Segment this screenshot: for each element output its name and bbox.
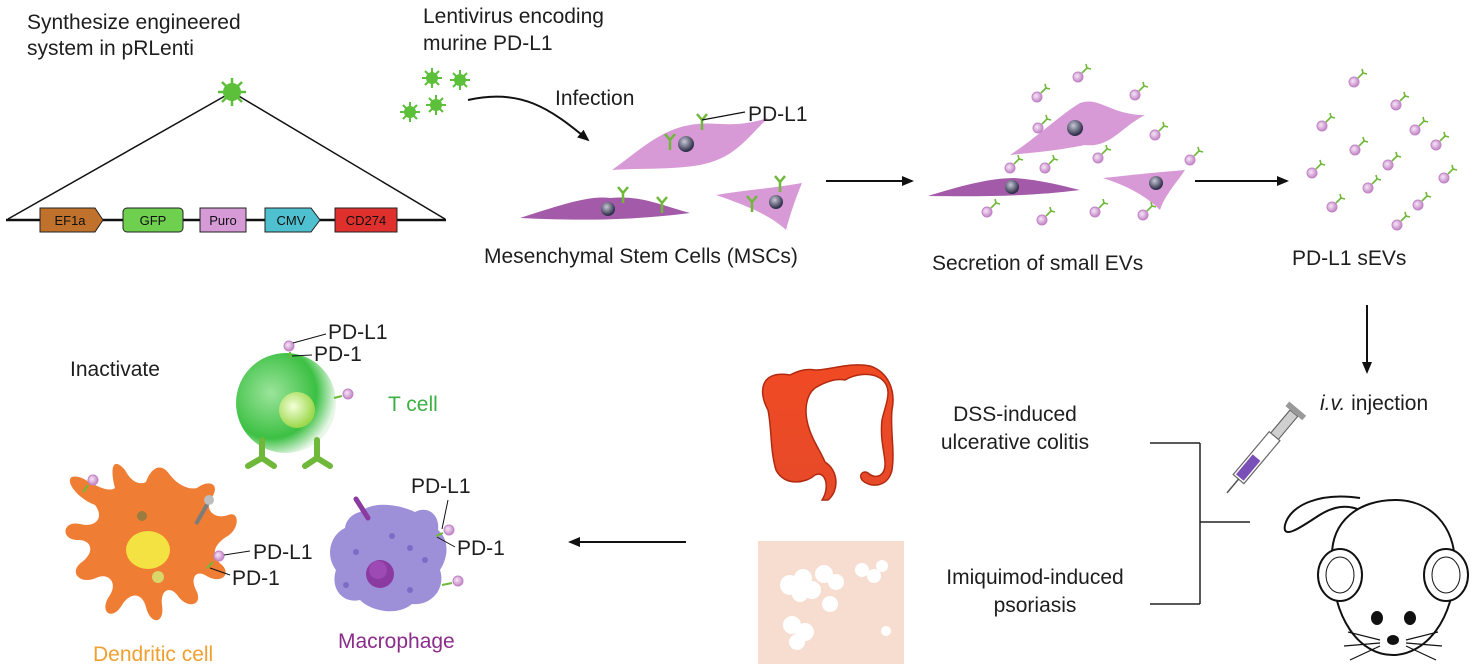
sev-particle-icon: [1382, 151, 1402, 171]
secretion-caption: Secretion of small EVs: [932, 252, 1144, 275]
gene-cd274: CD274: [346, 213, 386, 228]
mouse-icon: [1283, 495, 1469, 661]
syringe-icon: [1226, 401, 1307, 494]
sev-particle-icon: [1036, 206, 1056, 226]
sev-particle-icon: [1390, 91, 1410, 111]
sev-particle-icon: [1306, 159, 1326, 179]
colon-icon: [761, 364, 894, 501]
sev-particle-icon: [1362, 174, 1382, 194]
sevs-caption: PD-L1 sEVs: [1292, 247, 1407, 270]
plasmid-construct: EF1a GFP Puro CMV CD274: [6, 78, 446, 233]
model-bracket: [1150, 442, 1250, 605]
virus-icon: [218, 78, 246, 106]
msc-cells: [520, 111, 802, 230]
sev-particle-icon: [1409, 116, 1429, 136]
infection-arrow: [467, 95, 590, 142]
psoriasis-label-line1: Imiquimod-induced: [946, 566, 1124, 589]
macrophage-icon: [330, 496, 464, 612]
synthesis-label-line2: system in pRLenti: [27, 37, 194, 60]
msc-caption: Mesenchymal Stem Cells (MSCs): [484, 245, 798, 268]
sev-particle-icon: [1348, 68, 1368, 88]
infection-label: Infection: [555, 87, 635, 110]
lentivirus-label-line1: Lentivirus encoding: [423, 5, 604, 28]
sev-particle-icon: [1137, 201, 1157, 221]
dc-pd1-label: PD-1: [232, 567, 280, 590]
gene-puro: Puro: [209, 213, 236, 228]
gene-ef1a: EF1a: [54, 213, 86, 228]
sev-particle-icon: [1326, 193, 1346, 213]
t-cell-icon: [236, 333, 354, 469]
injection-label: i.v. injection: [1320, 391, 1428, 417]
sev-particle-icon: [1316, 112, 1336, 132]
sev-particles: [981, 63, 1458, 231]
psoriasis-label-line2: psoriasis: [993, 594, 1077, 617]
sev-particle-icon: [1089, 198, 1109, 218]
sev-particle-icon: [1092, 144, 1112, 164]
dendritic-cell-icon: [65, 463, 251, 621]
dendritic-cell-name: Dendritic cell: [93, 643, 214, 666]
dc-pdl1-label: PD-L1: [253, 541, 313, 564]
lentivirus-particles: [400, 68, 470, 122]
secretion-cells: [928, 101, 1185, 210]
sev-particle-icon: [1184, 146, 1204, 166]
msc-pdl1-label: PD-L1: [748, 103, 808, 126]
sev-particle-icon: [1004, 154, 1024, 174]
injection-text: injection: [1345, 392, 1429, 415]
sev-particle-icon: [1031, 83, 1051, 103]
synthesis-label-line1: Synthesize engineered: [27, 11, 241, 34]
sev-particle-icon: [1391, 211, 1411, 231]
tcell-pdl1-label: PD-L1: [328, 321, 388, 344]
sev-particle-icon: [1438, 164, 1458, 184]
sev-particle-icon: [1039, 154, 1059, 174]
sev-particle-icon: [981, 198, 1001, 218]
colitis-label-line2: ulcerative colitis: [940, 431, 1090, 454]
macrophage-name: Macrophage: [338, 630, 455, 653]
sev-particle-icon: [1349, 136, 1369, 156]
sev-particle-icon: [1412, 191, 1432, 211]
sev-particle-icon: [1072, 63, 1092, 83]
tcell-name: T cell: [388, 393, 438, 416]
sev-particle-icon: [1129, 81, 1149, 101]
tcell-pd1-label: PD-1: [314, 343, 362, 366]
injection-route: i.v.: [1320, 392, 1346, 415]
sev-particle-icon: [1430, 131, 1450, 151]
inactivate-label: Inactivate: [70, 358, 160, 381]
skin-icon: [758, 541, 904, 664]
lentivirus-label-line2: murine PD-L1: [423, 32, 553, 55]
colitis-label-line1: DSS-induced: [953, 403, 1077, 426]
macrophage-pd1-label: PD-1: [457, 537, 505, 560]
sev-particle-icon: [1032, 114, 1052, 134]
sev-particle-icon: [1149, 121, 1169, 141]
gene-gfp: GFP: [140, 213, 167, 228]
macrophage-pdl1-label: PD-L1: [411, 475, 471, 498]
gene-cmv: CMV: [277, 213, 306, 228]
